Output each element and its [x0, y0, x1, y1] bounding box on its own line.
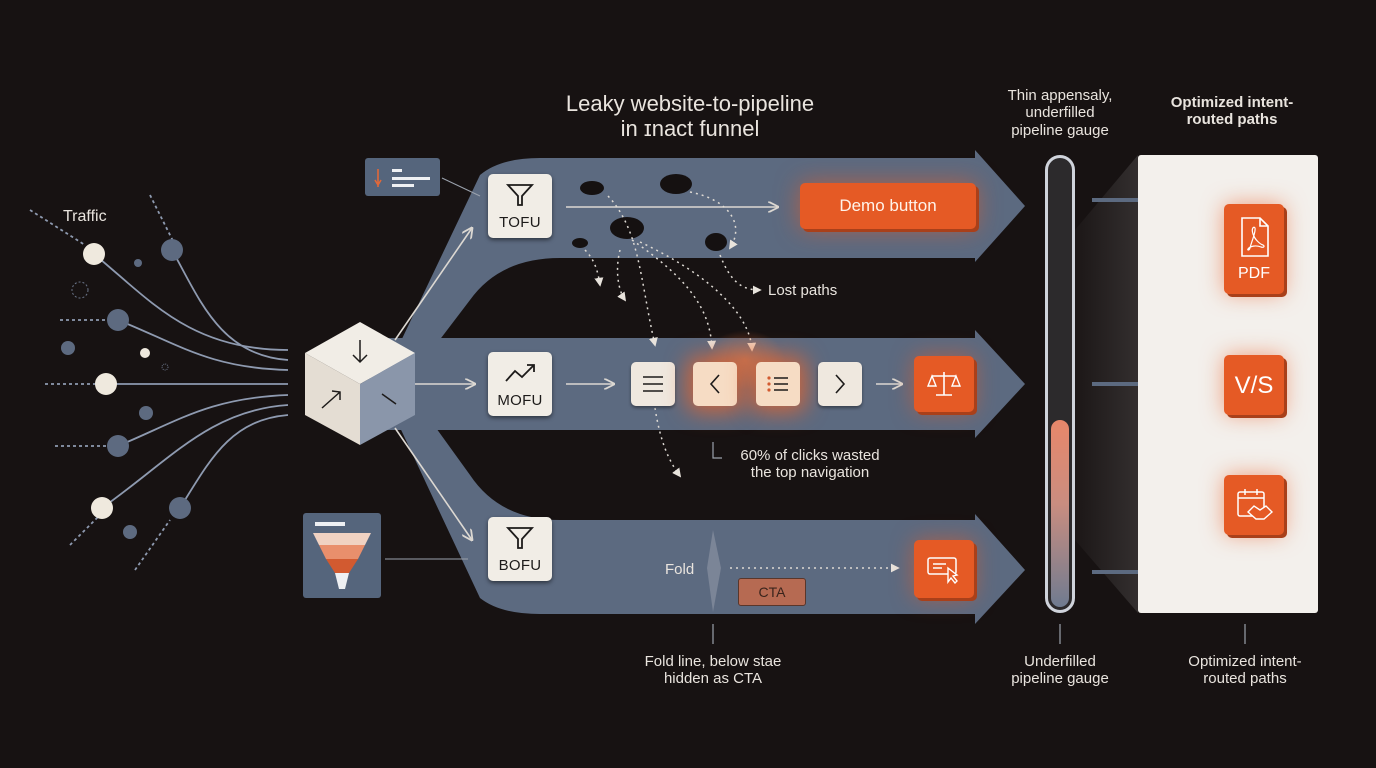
optimized-top-line2: routed paths — [1186, 111, 1278, 129]
demo-button[interactable]: Demo button — [800, 183, 976, 229]
gauge-top-line2: underfilled — [1025, 104, 1095, 122]
stage-card-bofu[interactable]: BOFU — [488, 517, 552, 581]
nav-waste-line2: the top navigation — [750, 464, 870, 482]
stage-label-mofu: MOFU — [497, 392, 543, 409]
list-icon — [374, 169, 430, 187]
fold-line — [707, 530, 721, 612]
versus-label: V/S — [1235, 372, 1274, 399]
gauge-bottom-line2: pipeline gauge — [1011, 670, 1109, 688]
traffic-streams — [29, 194, 289, 571]
versus-icon: V/S — [1235, 372, 1274, 399]
cta-button[interactable]: CTA — [738, 578, 806, 606]
scales-icon — [926, 372, 962, 396]
optimized-bottom-line1: Optimized intent- — [1188, 653, 1302, 670]
fold-label: Fold — [665, 561, 695, 578]
tofu-leader — [441, 177, 481, 197]
tofu-content-thumbnail — [365, 158, 440, 196]
chevron-left-icon — [709, 374, 720, 394]
lost-path-arrows — [584, 191, 900, 573]
click-tile[interactable] — [914, 540, 974, 598]
optimized-top-caption: Optimized intent- routed paths — [1148, 94, 1316, 129]
funnel-chart-icon — [313, 522, 371, 589]
nav-back-button[interactable] — [693, 362, 737, 406]
stage-label-tofu: TOFU — [499, 214, 541, 231]
traffic-label: Traffic — [63, 208, 107, 225]
pdf-tile[interactable]: PDF — [1224, 204, 1284, 294]
bofu-funnel-thumbnail — [303, 513, 381, 598]
traffic-dots — [61, 239, 191, 539]
stage-label-bofu: BOFU — [498, 557, 542, 574]
optimized-bottom-line2: routed paths — [1203, 670, 1287, 688]
gauge-bottom-caption: Underfilled pipeline gauge — [990, 653, 1130, 688]
pdf-document-icon: PDF — [1238, 217, 1270, 282]
title-line2: in ɪnact funnel — [620, 116, 760, 142]
pipeline-gauge — [1045, 155, 1075, 613]
diagram-title: Leaky website-to-pipeline in ɪnact funne… — [520, 91, 860, 142]
funnel-icon — [505, 184, 535, 206]
calendar-handshake-icon — [1237, 489, 1274, 520]
versus-tile[interactable]: V/S — [1224, 355, 1284, 415]
optimized-bottom-caption: Optimized intent- routed paths — [1160, 653, 1330, 688]
stage-card-tofu[interactable]: TOFU — [488, 174, 552, 238]
nav-waste-caption: 60% of clicks wasted the top navigation — [722, 447, 898, 482]
nav-list-button[interactable] — [756, 362, 800, 406]
router-cube-icon — [305, 322, 415, 445]
branch-arrows — [394, 207, 902, 540]
caption-leaders — [712, 442, 1246, 644]
lost-paths-label: Lost paths — [768, 282, 838, 299]
gauge-top-caption: Thin appensaly, underfilled pipeline gau… — [990, 87, 1130, 139]
gauge-top-line1: Thin appensaly, — [1007, 87, 1113, 104]
meeting-tile[interactable] — [1224, 475, 1284, 535]
chevron-right-icon — [835, 374, 846, 394]
hamburger-menu-icon — [643, 376, 663, 392]
cursor-click-icon — [927, 557, 959, 584]
fold-caption: Fold line, below stae hidden as CTA — [620, 653, 806, 688]
fold-caption-line2: hidden as CTA — [663, 670, 763, 688]
funnel-icon — [505, 527, 535, 549]
gauge-bottom-line1: Underfilled — [1024, 653, 1096, 670]
nav-forward-button[interactable] — [818, 362, 862, 406]
nav-waste-line1: 60% of clicks wasted — [740, 447, 880, 464]
stage-card-mofu[interactable]: MOFU — [488, 352, 552, 416]
gauge-top-line3: pipeline gauge — [1011, 121, 1109, 139]
nav-menu-button[interactable] — [631, 362, 675, 406]
pipeline-gauge-fill — [1051, 420, 1069, 607]
optimized-top-line1: Optimized intent- — [1170, 94, 1294, 111]
compare-tile[interactable] — [914, 356, 974, 412]
leak-holes — [572, 174, 727, 251]
title-line1: Leaky website-to-pipeline — [565, 91, 815, 116]
trend-up-icon — [505, 364, 535, 382]
pdf-label: PDF — [1238, 265, 1270, 282]
fold-caption-line1: Fold line, below stae — [644, 653, 782, 670]
bullet-list-icon — [767, 376, 788, 392]
